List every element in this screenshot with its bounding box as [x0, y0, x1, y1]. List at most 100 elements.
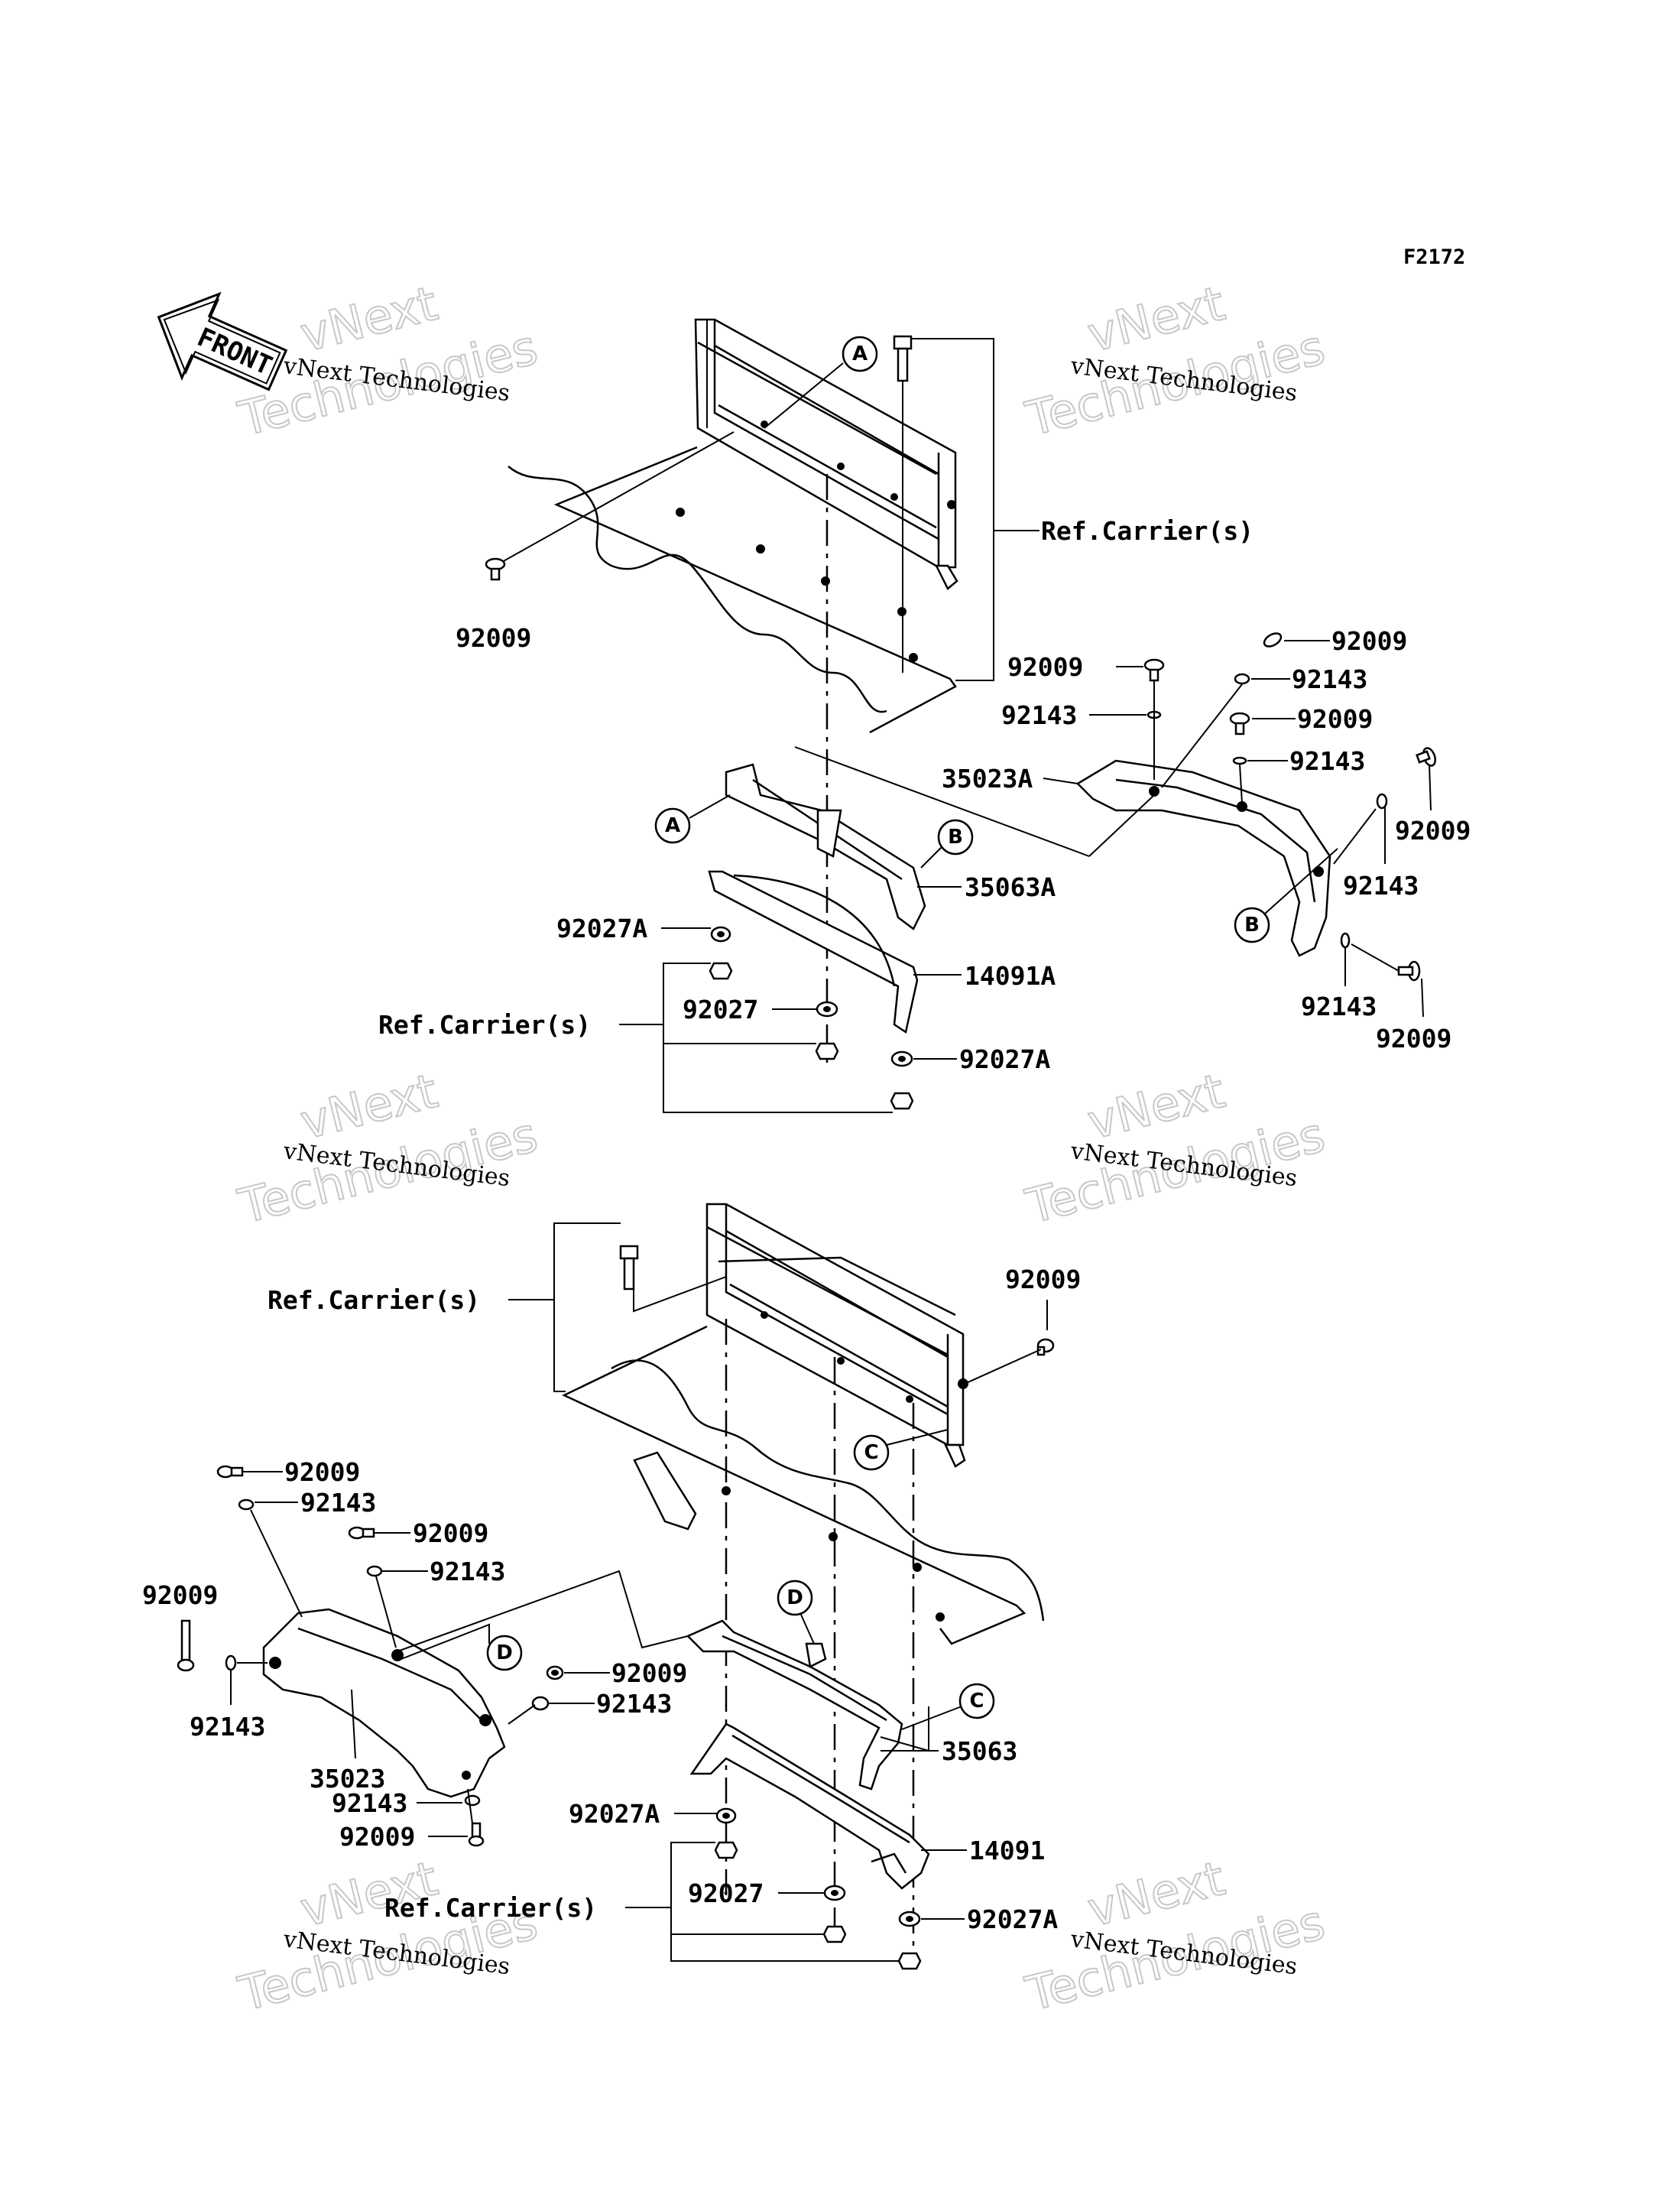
crossbar-14091	[689, 1722, 930, 1890]
upper-assembly: 92009 Ref.Carrier(s) A A	[378, 318, 1471, 1113]
bolt-92009-h	[216, 1465, 244, 1479]
washer	[464, 1794, 481, 1807]
leader-line	[495, 431, 735, 567]
bolt-92009-c	[1263, 632, 1283, 648]
nut	[822, 1925, 847, 1943]
part-label-92009: 92009	[1007, 652, 1083, 682]
guard-35023	[262, 1608, 506, 1798]
part-label-92027a: 92027A	[967, 1904, 1058, 1934]
part-label-35063: 35063	[942, 1736, 1017, 1766]
lower-assembly: Ref.Carrier(s) 92009 C D	[142, 1203, 1081, 1970]
watermark-mid-right: vNext Technologies vNext Technologies	[1020, 1062, 1331, 1235]
washer	[531, 1696, 550, 1711]
part-label-92009: 92009	[1395, 816, 1471, 846]
nut	[714, 1841, 738, 1859]
nut	[890, 1092, 914, 1110]
nut	[709, 962, 733, 980]
washer	[225, 1654, 237, 1671]
guard-35023a	[1075, 759, 1331, 957]
lower-tailgate-frame	[705, 1203, 968, 1468]
part-label-92009: 92009	[611, 1658, 687, 1688]
watermark-bottom-left: vNext Technologies vNext Technologies	[232, 1849, 543, 2023]
part-label-92143: 92143	[430, 1557, 505, 1586]
callout-b: B	[920, 819, 974, 868]
lower-bolt	[619, 1245, 639, 1291]
part-label-92143: 92143	[1292, 664, 1367, 694]
upper-bolt	[893, 335, 913, 382]
svg-text:B: B	[948, 826, 963, 849]
watermark-top-right: vNext Technologies vNext Technologies	[1020, 274, 1331, 448]
nut	[897, 1952, 922, 1970]
crossbar-14091a	[708, 870, 919, 1034]
washer-92027	[823, 1885, 846, 1901]
svg-text:A: A	[852, 343, 868, 365]
part-label-92009: 92009	[142, 1580, 218, 1610]
svg-text:A: A	[665, 814, 680, 837]
bolt-92009-j	[177, 1619, 195, 1672]
part-label-92143: 92143	[596, 1689, 672, 1719]
nut	[815, 1042, 839, 1060]
bolt-92009-d	[1229, 712, 1250, 735]
part-label-14091a: 14091A	[965, 961, 1056, 991]
svg-text:D: D	[786, 1586, 803, 1609]
bolt-92009-i	[348, 1526, 375, 1540]
callout-d-bracket: D	[777, 1580, 815, 1644]
part-label-92027: 92027	[688, 1878, 764, 1908]
part-label-14091: 14091	[969, 1836, 1045, 1865]
bolt-92009-b	[1143, 658, 1165, 682]
ref-carrier-label: Ref.Carrier(s)	[268, 1285, 480, 1315]
washer-92027a	[710, 926, 731, 943]
bolt-92009-f	[1397, 960, 1421, 982]
part-label-35023: 35023	[310, 1764, 385, 1794]
callout-b-guard: B	[1234, 848, 1338, 943]
bracket-35063a	[725, 763, 926, 930]
callout-c-bracket: C	[901, 1683, 995, 1730]
part-label-92143: 92143	[1001, 700, 1077, 730]
washer	[1376, 793, 1388, 810]
upper-tailgate-frame	[694, 318, 958, 590]
washer	[1234, 673, 1250, 685]
bolt-92009-l	[468, 1822, 485, 1847]
part-label-92009: 92009	[413, 1518, 488, 1548]
callout-a: A	[764, 336, 878, 429]
callout-c: C	[853, 1429, 949, 1471]
part-label-92143: 92143	[190, 1712, 265, 1742]
part-label-92009: 92009	[1005, 1265, 1081, 1294]
part-label-92143: 92143	[300, 1488, 376, 1518]
bolt-92009-a	[485, 557, 506, 581]
part-label-92143: 92143	[1289, 746, 1365, 776]
svg-text:C: C	[969, 1690, 984, 1713]
washer	[1232, 756, 1247, 765]
bolt-92009-g	[1036, 1338, 1055, 1356]
ref-carrier-label: Ref.Carrier(s)	[1041, 516, 1254, 546]
part-label-92143: 92143	[1301, 992, 1377, 1021]
lower-tailgate-panel	[562, 1325, 1045, 1645]
part-label-92009: 92009	[1297, 704, 1373, 734]
part-label-35023a: 35023A	[942, 764, 1033, 794]
part-label-92027a: 92027A	[569, 1799, 660, 1829]
part-label-92009: 92009	[1376, 1024, 1451, 1054]
svg-text:D: D	[496, 1641, 513, 1664]
part-label-92027: 92027	[683, 995, 758, 1024]
bolt-92009-e	[1416, 747, 1437, 767]
washer-92027a-right	[898, 1911, 921, 1927]
part-label-92009: 92009	[284, 1457, 360, 1487]
part-label-92027a: 92027A	[959, 1044, 1050, 1074]
svg-text:B: B	[1244, 914, 1260, 937]
washer	[366, 1565, 383, 1577]
bracket-35063	[686, 1619, 903, 1791]
washer-92027a-right	[890, 1050, 913, 1067]
callout-a-lower: A	[654, 794, 731, 844]
callout-d-guard: D	[401, 1623, 523, 1671]
watermark-mid-left: vNext Technologies vNext Technologies	[232, 1062, 543, 1235]
ref-carrier-label: Ref.Carrier(s)	[378, 1010, 591, 1040]
diagram-code: F2172	[1403, 245, 1465, 269]
ref-carrier-label: Ref.Carrier(s)	[384, 1893, 597, 1923]
part-label-92009: 92009	[339, 1822, 415, 1852]
part-label-92009: 92009	[456, 623, 531, 653]
part-label-92027a: 92027A	[556, 914, 647, 943]
part-label-92143: 92143	[1343, 871, 1419, 901]
washer	[238, 1498, 255, 1511]
part-label-35063a: 35063A	[965, 872, 1056, 902]
part-label-92143: 92143	[332, 1788, 407, 1818]
